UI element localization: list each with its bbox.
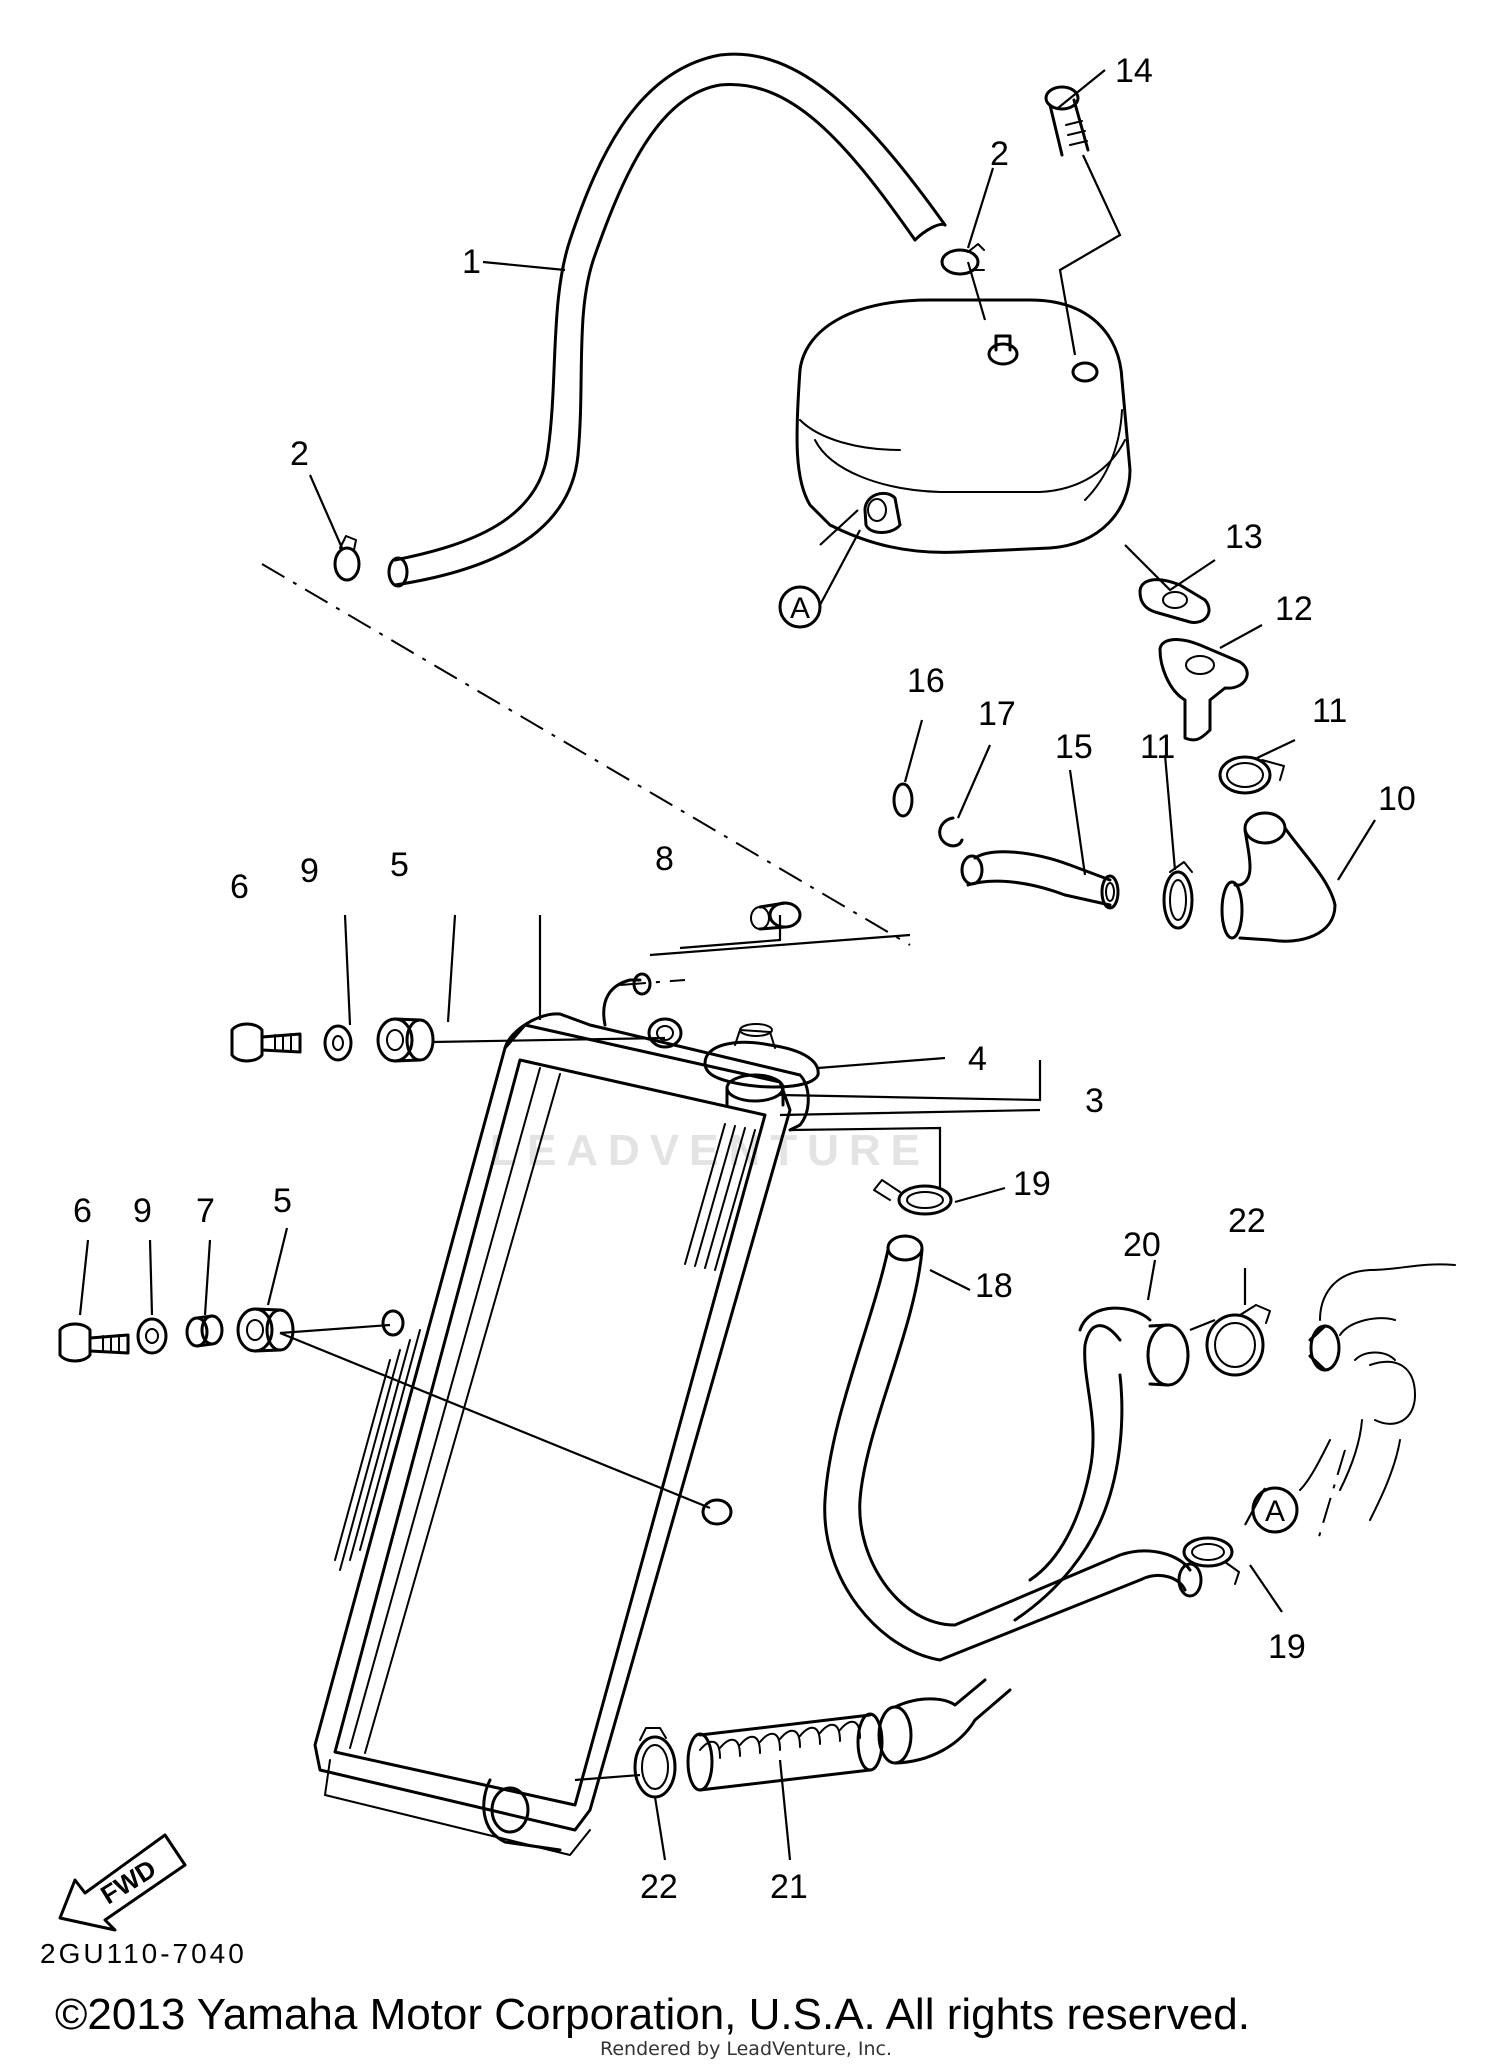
- lower-elbow-hose: [877, 1678, 1012, 1765]
- leader-lines: [78, 69, 1376, 1861]
- callout-6: 6: [230, 868, 249, 906]
- callout-10: 10: [1378, 780, 1416, 818]
- reference-a-bottom-label: A: [1265, 1495, 1285, 1528]
- callout-8: 8: [655, 840, 674, 878]
- o-ring-16: [892, 782, 914, 818]
- callout-13: 13: [1225, 518, 1263, 556]
- reference-line-inlet: [619, 979, 686, 986]
- hose-clip-lower: [333, 535, 361, 582]
- radiator: [313, 972, 810, 1856]
- spring-hose-21: [686, 1712, 884, 1792]
- callout-14: 14: [1115, 52, 1153, 90]
- callout-9: 9: [133, 1192, 152, 1230]
- callout-22: 22: [1228, 1202, 1266, 1240]
- diagram-code: 2GU110-7040: [40, 1938, 247, 1969]
- o-ring-17: [938, 816, 964, 848]
- hose-clamp-11-left: [1162, 861, 1194, 930]
- callout-5: 5: [390, 846, 409, 884]
- pipe-15: [960, 850, 1120, 910]
- callout-11: 11: [1312, 692, 1347, 730]
- callout-20: 20: [1123, 1226, 1161, 1264]
- bolt-14: [1044, 85, 1090, 157]
- callout-18: 18: [975, 1267, 1013, 1305]
- overflow-hose: [387, 52, 947, 588]
- radiator-hose-10: [1220, 811, 1337, 943]
- watermark-text: LEADVENTURE: [490, 1126, 930, 1175]
- callout-5: 5: [273, 1182, 292, 1220]
- reference-a-top: A: [778, 585, 822, 629]
- callout-22: 22: [640, 1868, 678, 1906]
- callout-19: 19: [1268, 1628, 1306, 1666]
- callout-4: 4: [968, 1040, 987, 1078]
- hose-clip-upper: [940, 243, 985, 276]
- callout-16: 16: [907, 662, 945, 700]
- callout-11: 11: [1140, 728, 1175, 766]
- collar-7: [185, 1314, 224, 1348]
- water-pipe-20: [1013, 1306, 1190, 1622]
- callout-6: 6: [73, 1192, 92, 1230]
- callout-9: 9: [300, 852, 319, 890]
- copyright-notice: ©2013 Yamaha Motor Corporation, U.S.A. A…: [55, 1990, 1250, 2039]
- hose-clamp-22-lower: [633, 1727, 677, 1799]
- hose-clamp-19-lower: [1182, 1536, 1240, 1585]
- callout-15: 15: [1055, 728, 1093, 766]
- callout-17: 17: [978, 695, 1016, 733]
- reservoir-tank: [795, 298, 1132, 554]
- hose-clamp-22-right: [1205, 1304, 1271, 1377]
- elbow-fitting-12: [1158, 638, 1249, 742]
- bolt-6-lower: [58, 1322, 130, 1363]
- grommet-8: [750, 901, 802, 931]
- reference-a-bottom: A: [1251, 1486, 1299, 1534]
- washer-9-lower: [136, 1317, 168, 1355]
- reference-a-top-label: A: [790, 592, 810, 625]
- bolt-6-upper: [230, 1022, 302, 1063]
- callout-21: 21: [770, 1868, 808, 1906]
- radiator-cap-4: [703, 1023, 820, 1089]
- hose-clamp-19-upper: [873, 1179, 953, 1216]
- callout-2: 2: [290, 435, 309, 473]
- gasket-13: [1138, 578, 1211, 624]
- callout-7: 7: [196, 1192, 215, 1230]
- washer-9-upper: [323, 1024, 353, 1062]
- hose-clamp-11-right: [1218, 755, 1285, 795]
- callout-2: 2: [990, 135, 1009, 173]
- reference-line-hose: [261, 563, 911, 946]
- callout-12: 12: [1275, 590, 1313, 628]
- engine-outline: [1299, 1263, 1456, 1541]
- callout-19: 19: [1013, 1165, 1051, 1203]
- rendered-by-notice: Rendered by LeadVenture, Inc.: [600, 2038, 893, 2060]
- forward-arrow: FWD: [58, 1833, 187, 1932]
- callout-1: 1: [462, 243, 481, 281]
- grommet-5-upper: [376, 1017, 435, 1063]
- grommet-5-lower: [236, 1307, 295, 1353]
- callout-labels: 1 2 2 3 4 5 5 6 6 7 8 9 9 10 11 11 12 13…: [73, 52, 1416, 1906]
- callout-3: 3: [1085, 1082, 1104, 1120]
- radiator-hose-18: [823, 1234, 1203, 1662]
